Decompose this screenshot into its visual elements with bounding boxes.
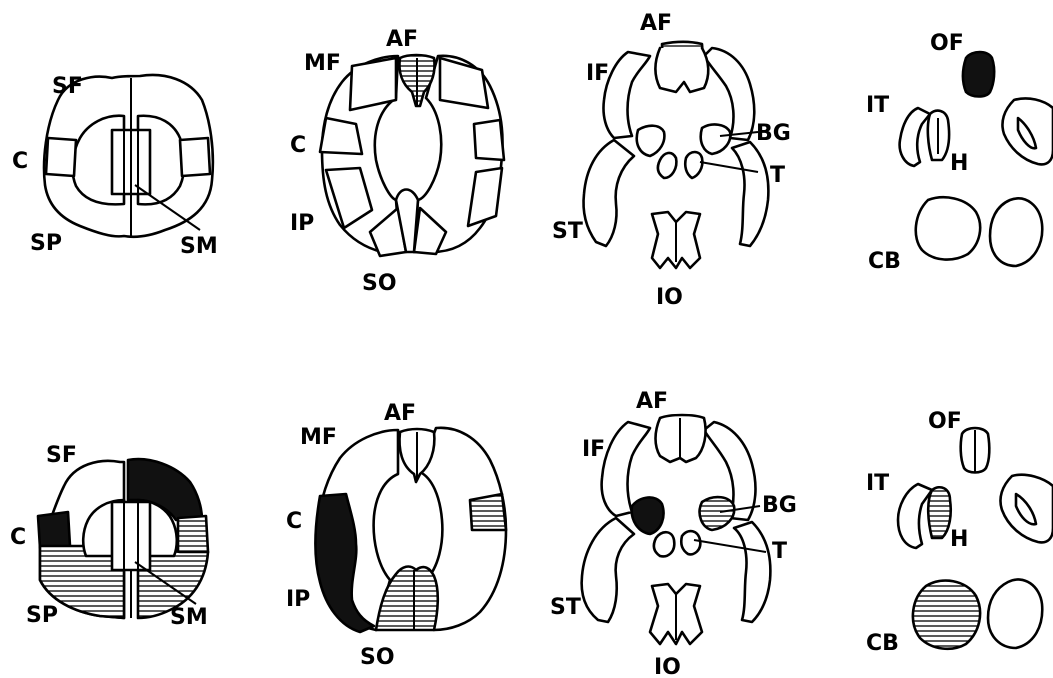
r2-label-c: C xyxy=(290,133,306,158)
r7-bg-right-hatched xyxy=(700,497,735,530)
r8-label-it: IT xyxy=(866,471,889,496)
r3-st-right xyxy=(732,142,768,246)
row2-panel4-posterior-section: OF IT H CB xyxy=(866,409,1053,656)
r1p1-label-sm: SM xyxy=(180,234,218,259)
r4-label-of: OF xyxy=(930,31,964,56)
r8-cb-left-hatched xyxy=(913,581,980,649)
r8-label-of: OF xyxy=(928,409,962,434)
r3-label-if: IF xyxy=(586,61,609,86)
r7-bg-left-solid xyxy=(632,497,664,534)
r5-c-left-solid xyxy=(38,512,70,548)
r4-of-solid xyxy=(963,52,994,97)
row1-panel4-posterior-section: OF IT H CB xyxy=(866,31,1053,274)
r6-label-ip: IP xyxy=(286,587,310,612)
r5-label-sm: SM xyxy=(170,605,208,630)
r3-frontal-horn xyxy=(656,48,709,92)
r7-label-t: T xyxy=(772,539,787,564)
r1p1-c-block-right xyxy=(180,138,210,176)
r7-label-bg: BG xyxy=(762,493,797,518)
r2-mf-right xyxy=(440,58,488,108)
r3-label-io: IO xyxy=(656,285,683,310)
r4-it-left xyxy=(900,108,930,166)
r1p1-label-c: C xyxy=(12,149,28,174)
r7-st-right xyxy=(734,522,770,622)
r6-c-right-hatched xyxy=(470,494,506,530)
r2-c-right xyxy=(474,120,504,160)
row1-panel1-superior-section: SF C SP SM xyxy=(12,74,218,259)
r2-label-ip: IP xyxy=(290,211,314,236)
r7-t-right xyxy=(681,531,700,554)
r2-label-so: SO xyxy=(362,271,397,296)
r5-label-c: C xyxy=(10,525,26,550)
r6-label-c: C xyxy=(286,509,302,534)
r8-h-left-hatched xyxy=(928,487,951,538)
r2-mf-left xyxy=(350,58,396,110)
row2-panel1-superior-section: SF C SP SM xyxy=(10,443,208,630)
r2-label-af: AF xyxy=(386,27,418,52)
r5-label-sf: SF xyxy=(46,443,77,468)
r4-label-it: IT xyxy=(866,93,889,118)
r2-label-mf: MF xyxy=(304,51,341,76)
r3-label-af: AF xyxy=(640,11,672,36)
r3-st-left xyxy=(584,140,635,246)
r7-t-left xyxy=(654,532,674,556)
row1-panel2-mid-section: MF AF C IP SO xyxy=(290,27,504,296)
r8-label-cb: CB xyxy=(866,631,899,656)
r4-label-h: H xyxy=(950,151,968,176)
r1p1-label-sf: SF xyxy=(52,74,83,99)
r5-c-right-hatched xyxy=(178,516,208,554)
r3-t-left xyxy=(658,153,676,178)
row2-panel3-basal-section: AF IF BG T ST IO xyxy=(550,389,797,678)
r7-label-if: IF xyxy=(582,437,605,462)
r4-cb-right xyxy=(990,198,1042,266)
r3-label-st: ST xyxy=(552,219,583,244)
r6-label-af: AF xyxy=(384,401,416,426)
r8-it-left xyxy=(898,484,932,548)
r5-midline-strip xyxy=(112,502,150,570)
r3-if-left xyxy=(603,52,650,138)
r8-cb-right xyxy=(988,579,1042,648)
r3-t-right xyxy=(685,152,702,178)
r3-label-bg: BG xyxy=(756,121,791,146)
r2-c-left xyxy=(320,118,362,154)
r7-label-io: IO xyxy=(654,655,681,678)
r3-bg-right xyxy=(701,125,731,154)
r3-bg-left xyxy=(637,126,665,156)
r1p1-c-block-left xyxy=(46,138,76,176)
r7-st-left xyxy=(582,518,634,622)
r6-label-so: SO xyxy=(360,645,395,670)
row2-panel2-mid-section: MF AF C IP SO xyxy=(286,401,506,670)
r1p1-label-sp: SP xyxy=(30,231,62,256)
row1-panel3-basal-section: AF IF BG T ST IO xyxy=(552,11,791,310)
r4-label-cb: CB xyxy=(868,249,901,274)
r7-label-st: ST xyxy=(550,595,581,620)
r8-label-h: H xyxy=(950,527,968,552)
r7-label-af: AF xyxy=(636,389,668,414)
r5-label-sp: SP xyxy=(26,603,58,628)
r6-label-mf: MF xyxy=(300,425,337,450)
r4-cb-left xyxy=(916,197,980,259)
r3-label-t: T xyxy=(770,163,785,188)
